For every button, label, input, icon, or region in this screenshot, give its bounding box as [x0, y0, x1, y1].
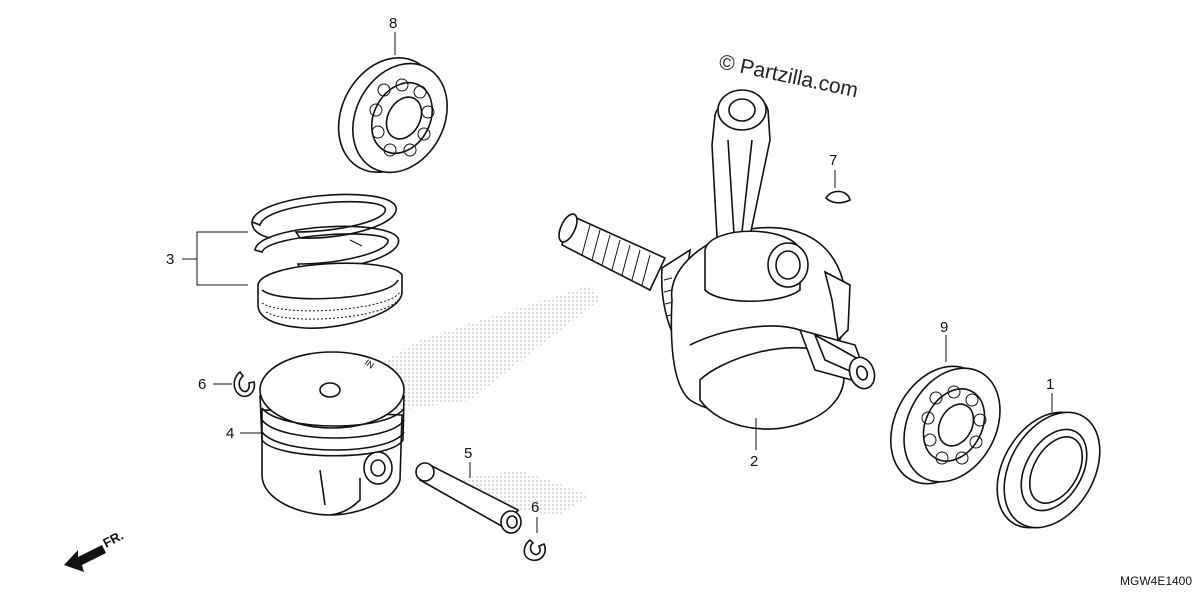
piston-pin[interactable]	[415, 462, 522, 534]
callout-piston-ring-set: 3	[166, 251, 174, 268]
bearing-top[interactable]	[319, 40, 465, 189]
callout-pin-clip-left: 6	[198, 376, 206, 393]
callout-oil-seal: 1	[1046, 376, 1054, 393]
piston-pin-clip-left[interactable]	[233, 370, 256, 398]
callout-crankshaft: 2	[750, 453, 758, 470]
front-direction-label: FR.	[100, 528, 126, 551]
piston[interactable]: IN	[259, 351, 405, 516]
callout-bearing-top: 8	[389, 15, 397, 32]
diagram-code: MGW4E1400	[1120, 574, 1192, 588]
piston-pin-clip-right[interactable]	[523, 538, 547, 562]
crankshaft[interactable]	[555, 89, 878, 430]
callout-piston: 4	[226, 425, 234, 442]
callout-bearing-right: 9	[940, 319, 948, 336]
oil-seal[interactable]	[978, 395, 1120, 544]
woodruff-key[interactable]	[824, 190, 851, 204]
callout-woodruff-key: 7	[829, 152, 837, 169]
callout-piston-pin: 5	[464, 445, 472, 462]
callout-pin-clip-right: 6	[531, 499, 539, 516]
front-direction-arrow-icon	[64, 545, 106, 572]
bearing-right[interactable]	[871, 349, 1019, 501]
piston-ring-set[interactable]	[251, 193, 403, 329]
